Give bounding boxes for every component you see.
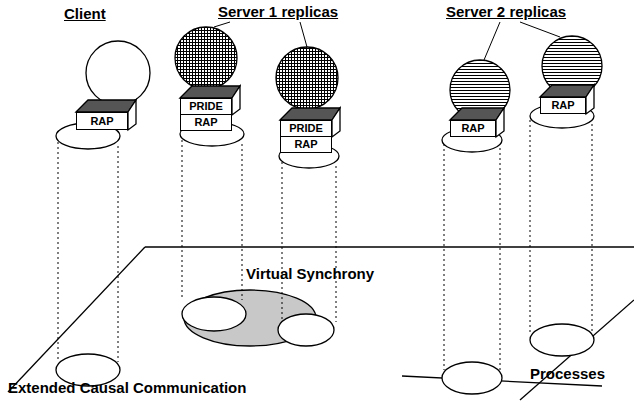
- plane-label: Processes: [530, 366, 605, 383]
- box-face: [450, 108, 504, 120]
- layer-box: PRIDE: [280, 120, 332, 137]
- layer-name: RAP: [194, 117, 217, 128]
- box-face: [232, 86, 240, 115]
- layer-box: RAP: [76, 112, 128, 130]
- group-label: Server 2 replicas: [446, 4, 566, 21]
- layer-box: PRIDE: [180, 98, 232, 115]
- layer-name: RAP: [294, 139, 317, 150]
- group-label: Server 1 replicas: [218, 4, 338, 21]
- box-face: [332, 108, 340, 137]
- layer-box: RAP: [540, 97, 586, 114]
- layer-name: RAP: [461, 123, 484, 134]
- layer-name: RAP: [551, 100, 574, 111]
- layer-name: PRIDE: [289, 123, 323, 134]
- layer-box: RAP: [180, 114, 232, 131]
- layer-box: RAP: [280, 136, 332, 153]
- box-face: [180, 86, 240, 98]
- layer-box: RAP: [450, 120, 496, 137]
- client-label: Client: [64, 6, 106, 23]
- box-face: [128, 100, 136, 130]
- layer-name: PRIDE: [189, 101, 223, 112]
- region-label: Virtual Synchrony: [246, 266, 374, 283]
- box-face: [586, 85, 594, 114]
- box-face: [540, 85, 594, 97]
- box-face: [76, 100, 136, 112]
- box-face: [496, 108, 504, 137]
- box-face: [280, 108, 340, 120]
- plane-label: Extended Causal Communication: [8, 380, 246, 397]
- layer-name: RAP: [90, 116, 113, 127]
